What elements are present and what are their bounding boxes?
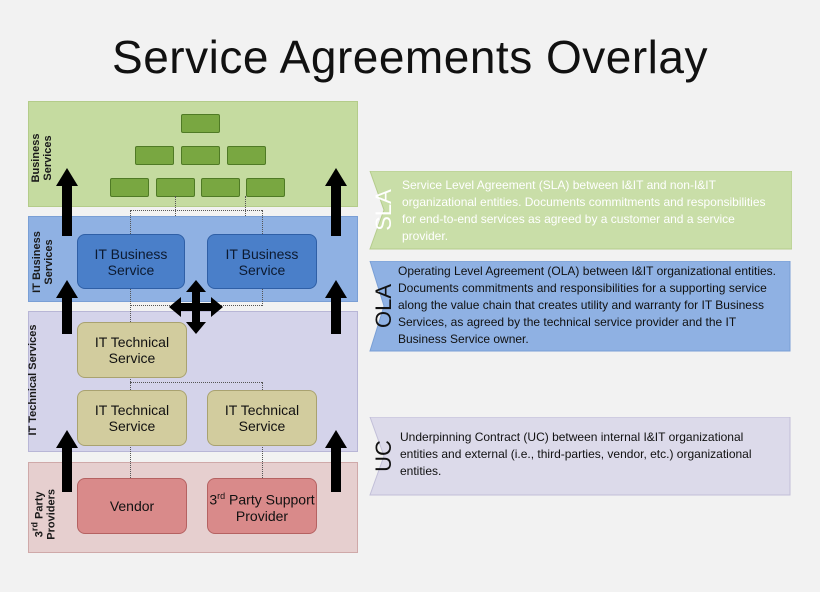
page-title: Service Agreements Overlay (112, 31, 708, 83)
sla-tag: SLA (371, 189, 396, 231)
four-way-arrow-icon (169, 280, 223, 334)
it-technical-service-box-left: IT Technical Service (77, 390, 187, 446)
ola-tag: OLA (371, 283, 396, 329)
up-arrow-icon (56, 280, 78, 334)
it-technical-service-box-top: IT Technical Service (77, 322, 187, 378)
it-technical-service-box-right: IT Technical Service (207, 390, 317, 446)
uc-callout-shape (369, 417, 791, 496)
third-party-support-provider-box: 3rd Party Support Provider (207, 478, 317, 534)
ola-callout-shape (369, 261, 791, 352)
sla-text: Service Level Agreement (SLA) between I&… (402, 178, 766, 243)
uc-text: Underpinning Contract (UC) between inter… (400, 430, 752, 478)
ola-callout: OLA Operating Level Agreement (OLA) betw… (370, 261, 788, 351)
vendor-box: Vendor (77, 478, 187, 534)
it-business-service-box-2: IT Business Service (207, 234, 317, 289)
it-business-service-box-1: IT Business Service (77, 234, 185, 289)
up-arrow-icon (56, 430, 78, 492)
up-arrow-icon (325, 280, 347, 334)
sla-callout: SLA Service Level Agreement (SLA) betwee… (370, 171, 788, 249)
up-arrow-icon (325, 168, 347, 236)
sla-callout-shape (369, 171, 792, 250)
up-arrow-icon (56, 168, 78, 236)
ola-text: Operating Level Agreement (OLA) between … (398, 264, 776, 346)
uc-tag: UC (371, 440, 396, 472)
uc-callout: UC Underpinning Contract (UC) between in… (370, 417, 788, 495)
up-arrow-icon (325, 430, 347, 492)
